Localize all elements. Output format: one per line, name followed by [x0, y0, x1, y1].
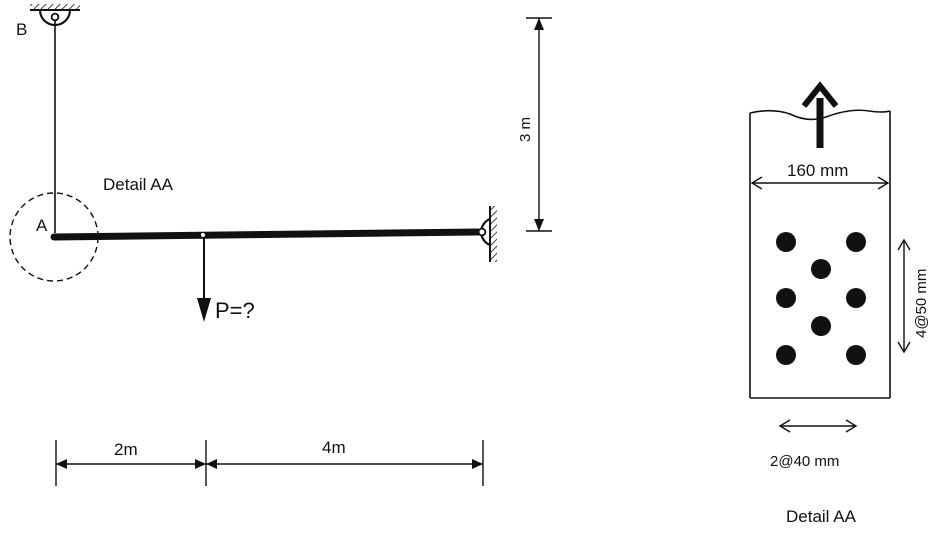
bolt: [846, 345, 866, 365]
detail-plate: [749, 109, 891, 399]
label-detail-width: 160 mm: [787, 161, 848, 180]
label-span-left: 2m: [114, 440, 138, 459]
label-load: P=?: [215, 298, 255, 323]
load-point: [201, 233, 205, 237]
bolt: [811, 316, 831, 336]
detail-horizontal-dimension: [778, 419, 858, 433]
bolt-pattern: [776, 232, 866, 365]
detail-width-dimension: [750, 176, 890, 190]
pin-support-right: [477, 206, 497, 262]
detail-vertical-dimension: [897, 238, 911, 354]
label-detail-callout: Detail AA: [103, 175, 174, 194]
label-detail-vertical: 4@50 mm: [913, 269, 928, 338]
label-detail-title: Detail AA: [786, 507, 857, 526]
bolt: [811, 259, 831, 279]
bolt: [776, 345, 796, 365]
label-point-a: A: [36, 216, 48, 235]
label-support-b: B: [16, 20, 27, 39]
bolt: [776, 288, 796, 308]
tension-arrow: [801, 81, 839, 148]
span-dimension: [55, 440, 484, 486]
height-dimension: [526, 17, 552, 232]
beam: [50, 228, 482, 241]
label-detail-horizontal: 2@40 mm: [770, 453, 839, 470]
bolt: [776, 232, 796, 252]
label-span-right: 4m: [322, 438, 346, 457]
bolt: [846, 232, 866, 252]
bolt: [846, 288, 866, 308]
label-height: 3 m: [517, 117, 534, 142]
load-arrow: [197, 238, 211, 322]
